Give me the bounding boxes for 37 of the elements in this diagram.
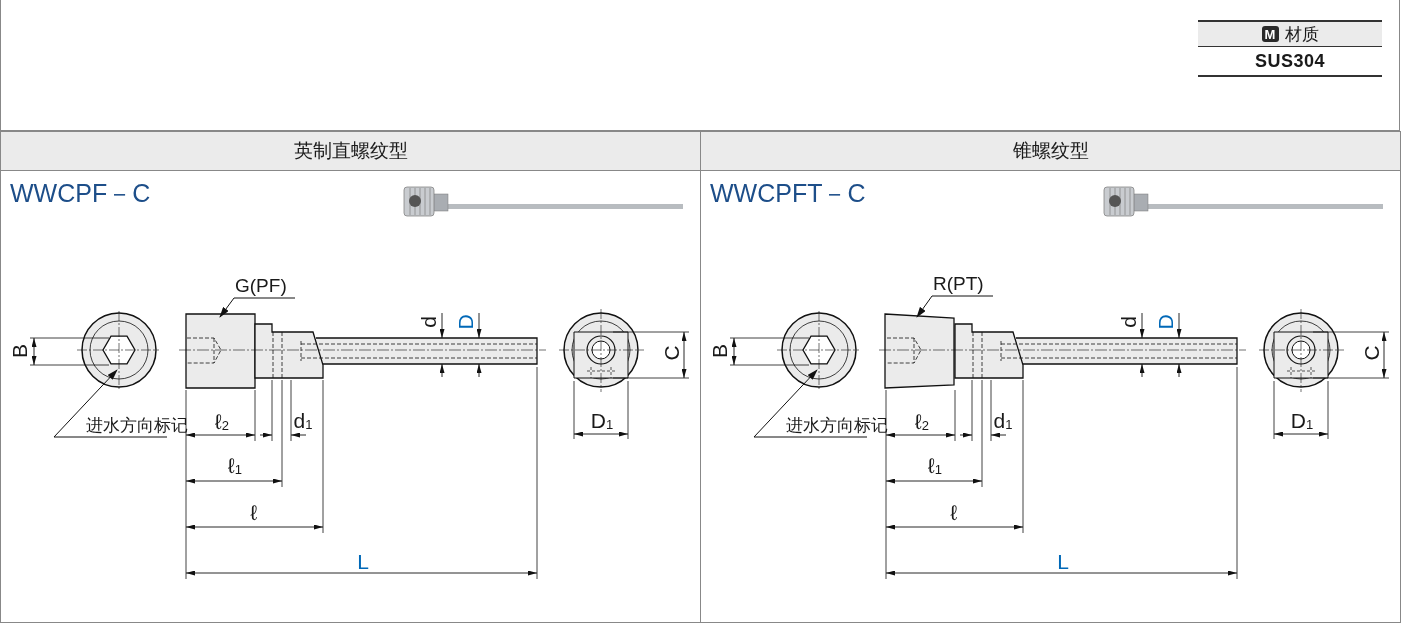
panel	[700, 131, 1401, 623]
leader-line	[916, 295, 994, 318]
panel-header: 英制直螺纹型	[1, 132, 700, 171]
dimension-label: D	[455, 314, 477, 330]
leader-line	[753, 369, 868, 438]
dimension-label: L	[357, 551, 369, 573]
dimension-label: C	[661, 345, 683, 361]
dimension-label: d	[1118, 316, 1140, 328]
dimension-label: d$_{1}$	[293, 409, 313, 435]
callout-text: 进水方向标记	[786, 414, 888, 437]
dimension-label: D$_{1}$	[590, 409, 614, 435]
model-name: WWCPF－C	[10, 178, 151, 209]
dimension-label: ℓ$_{2}$	[915, 410, 929, 436]
dimension-label: B	[9, 344, 31, 358]
dimension-label: B	[709, 344, 731, 358]
dimension-label: d$_{1}$	[993, 409, 1013, 435]
dimension-label: ℓ	[950, 502, 958, 524]
dimension-label: C	[1361, 345, 1383, 361]
callout-text: 进水方向标记	[86, 414, 188, 437]
leader-line	[219, 297, 296, 318]
material-badge: M	[1261, 26, 1279, 42]
dimension-label: D$_{1}$	[1290, 409, 1314, 435]
material-value: SUS304	[1198, 47, 1382, 77]
dimension-label: ℓ$_{1}$	[928, 454, 942, 480]
callout-text: R(PT)	[933, 273, 984, 295]
dimension-label: D	[1155, 314, 1177, 330]
callout-text: G(PF)	[235, 275, 287, 297]
dimension-label: L	[1057, 551, 1069, 573]
leader-line	[53, 369, 168, 438]
table-heading: 材质	[1284, 23, 1319, 46]
dimension-label: ℓ$_{1}$	[228, 454, 242, 480]
panel	[0, 131, 701, 623]
dimension-label: d	[418, 316, 440, 328]
dimension-label: ℓ	[250, 502, 258, 524]
panel-header: 锥螺纹型	[701, 132, 1400, 171]
dimension-label: ℓ$_{2}$	[215, 410, 229, 436]
model-name: WWCPFT－C	[710, 178, 866, 209]
